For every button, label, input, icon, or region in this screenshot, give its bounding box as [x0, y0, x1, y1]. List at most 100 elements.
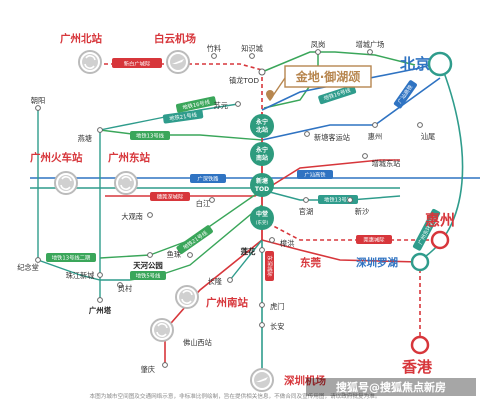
green-diag-21	[99, 129, 263, 141]
station-jinianbei: 纪念堂	[17, 263, 39, 272]
teal-chaoyang-vertical	[37, 108, 130, 281]
red-dashed-huizhou	[261, 219, 440, 241]
station-baijiang: 白江	[196, 199, 210, 208]
station-daguannan: 大观南	[121, 212, 143, 221]
tag-metro14: 广汕高铁	[393, 80, 417, 109]
tag-metro13-branch: 地铁13号线	[130, 131, 170, 140]
hub-baiyun	[166, 50, 190, 74]
ring-beijing	[427, 51, 453, 77]
line-tags: 新白广城际 地铁16号线 广汕高铁 地铁21号线 地铁13号线 广深铁路 穗莞深…	[46, 58, 441, 281]
station-xintang-passenger: 新塘客运站	[314, 133, 350, 142]
big-labels: 广州北站 白云机场 广州火车站 广州东站 广州南站 佛山西站 北京 惠州 东莞 …	[30, 32, 455, 387]
airplane-icon	[172, 59, 184, 64]
green-hubs: 永宁 北站 永宁 南站 新塘 TOD 中堂 (东莞)	[250, 114, 274, 230]
station-yantang: 燕塘	[78, 134, 92, 143]
svg-text:新白广城际: 新白广城际	[124, 60, 151, 68]
hub-shenzhen-airport	[250, 368, 274, 392]
station-zhuliao: 竹料	[207, 44, 221, 53]
tag-guanhui: 莞惠城际	[356, 235, 392, 244]
station-zhenlong-tod: 镇龙TOD	[229, 76, 259, 85]
teal-changlong	[229, 239, 263, 281]
label-gz-station: 广州火车站	[30, 151, 83, 164]
station-zengcheng-plaza: 增城广场	[356, 40, 385, 49]
svg-text:广汕高铁: 广汕高铁	[304, 171, 326, 179]
hub-foshan-west	[150, 318, 174, 342]
station-zhangping: 樟洪	[280, 239, 294, 248]
hub-gz-station	[54, 171, 78, 195]
svg-text:TOD: TOD	[255, 186, 269, 193]
blue-line-huizhou	[261, 77, 441, 141]
label-gz-south: 广州南站	[206, 296, 248, 309]
station-chang-an: 长安	[270, 322, 284, 331]
green-metro13b	[99, 189, 263, 259]
svg-text:(东莞): (东莞)	[256, 219, 269, 226]
hub-icons	[54, 50, 453, 392]
label-baiyun: 白云机场	[154, 32, 196, 45]
label-beijing: 北京	[400, 55, 430, 73]
svg-text:地铁5号线: 地铁5号线	[136, 272, 161, 280]
train-icon	[156, 323, 168, 337]
tag-guanghui-right: 广汕高铁	[297, 170, 333, 179]
train-icon	[60, 176, 72, 190]
hub-yongning-south: 永宁 南站	[250, 142, 274, 166]
station-humen: 虎门	[270, 302, 284, 311]
label-shenzhen-luohu: 深圳罗湖	[356, 256, 398, 269]
station-zhujiang-newtown: 珠江新城	[66, 271, 95, 280]
station-zhishicheng: 知识城	[241, 44, 263, 53]
project-marker: 金地·御湖颂	[266, 65, 372, 101]
svg-text:广深铁路: 广深铁路	[197, 175, 219, 183]
train-icon	[181, 290, 193, 304]
station-zengcheng-east: 增城东站	[372, 159, 401, 168]
station-tianhe-park: 天河公园	[133, 261, 163, 270]
svg-text:穗莞深城际: 穗莞深城际	[157, 193, 184, 201]
station-gz-tower: 广州塔	[89, 306, 112, 315]
hub-gz-south	[175, 285, 199, 309]
tag-metro21-top: 地铁21号线	[162, 109, 204, 124]
label-shenzhen-airport: 深圳机场	[284, 374, 326, 387]
station-yuancun: 员村	[118, 284, 132, 293]
tag-metro13b: 地铁13号线二期	[46, 253, 96, 262]
tag-xinbai: 新白广城际	[112, 58, 162, 68]
station-lianhua: 莲花	[241, 247, 256, 256]
hub-gz-north	[78, 50, 102, 74]
hub-gz-east	[114, 171, 138, 195]
ring-huizhou	[430, 230, 450, 250]
svg-text:地铁13号线: 地铁13号线	[324, 196, 353, 204]
label-gz-north: 广州北站	[60, 32, 102, 45]
station-chaoyang: 朝阳	[31, 96, 45, 105]
project-name: 金地·御湖颂	[295, 69, 361, 84]
svg-text:南站: 南站	[256, 154, 268, 162]
footer: 本图为城市空间图及交通网络示意，非标准比例绘制，旨在提供相关信息，不做合同及宣传…	[90, 378, 476, 400]
svg-text:永宁: 永宁	[255, 146, 268, 154]
hub-xintang-tod: 新塘 TOD	[250, 173, 274, 197]
location-pin-icon	[266, 90, 274, 101]
red-gz-south	[164, 239, 263, 331]
hub-yongning-north: 永宁 北站	[250, 114, 274, 138]
footer-note: 本图为城市空间图及交通网络示意，非标准比例绘制，旨在提供相关信息，不做合同及宣传…	[90, 392, 381, 400]
station-guanhu: 官湖	[299, 207, 313, 216]
svg-text:地铁13号线二期: 地铁13号线二期	[52, 254, 91, 262]
red-horizontal	[105, 159, 400, 197]
hub-zhongxin: 中堂 (东莞)	[250, 206, 274, 230]
airplane-icon	[256, 377, 268, 382]
station-fenggang: 凤岗	[311, 40, 325, 49]
watermark: 搜狐号@搜狐焦点新房	[336, 380, 446, 394]
label-huizhou: 惠州	[425, 211, 455, 229]
label-dongguan: 东莞	[300, 256, 321, 269]
red-dongguan	[261, 239, 421, 263]
svg-text:东深城际: 东深城际	[266, 255, 274, 277]
tag-suiguan: 穗莞深城际	[150, 192, 190, 201]
stations: 竹料 知识城 凤岗 增城广场 镇龙TOD 苏元 朝阳 燕塘 新塘客运站 惠州 汕…	[17, 40, 435, 374]
svg-text:永宁: 永宁	[255, 118, 268, 126]
ring-hongkong	[410, 335, 430, 355]
train-icon	[120, 176, 132, 190]
label-foshan-west: 佛山西站	[183, 338, 212, 347]
station-zhaoqing: 肇庆	[141, 365, 155, 374]
station-shantou: 汕尾	[421, 132, 435, 141]
green-line-21	[261, 51, 416, 73]
tag-dongshen: 东深城际	[265, 251, 274, 281]
label-hongkong: 香港	[402, 358, 433, 376]
station-yuzhu: 鱼珠	[167, 250, 182, 259]
svg-text:莞惠城际: 莞惠城际	[363, 236, 385, 244]
